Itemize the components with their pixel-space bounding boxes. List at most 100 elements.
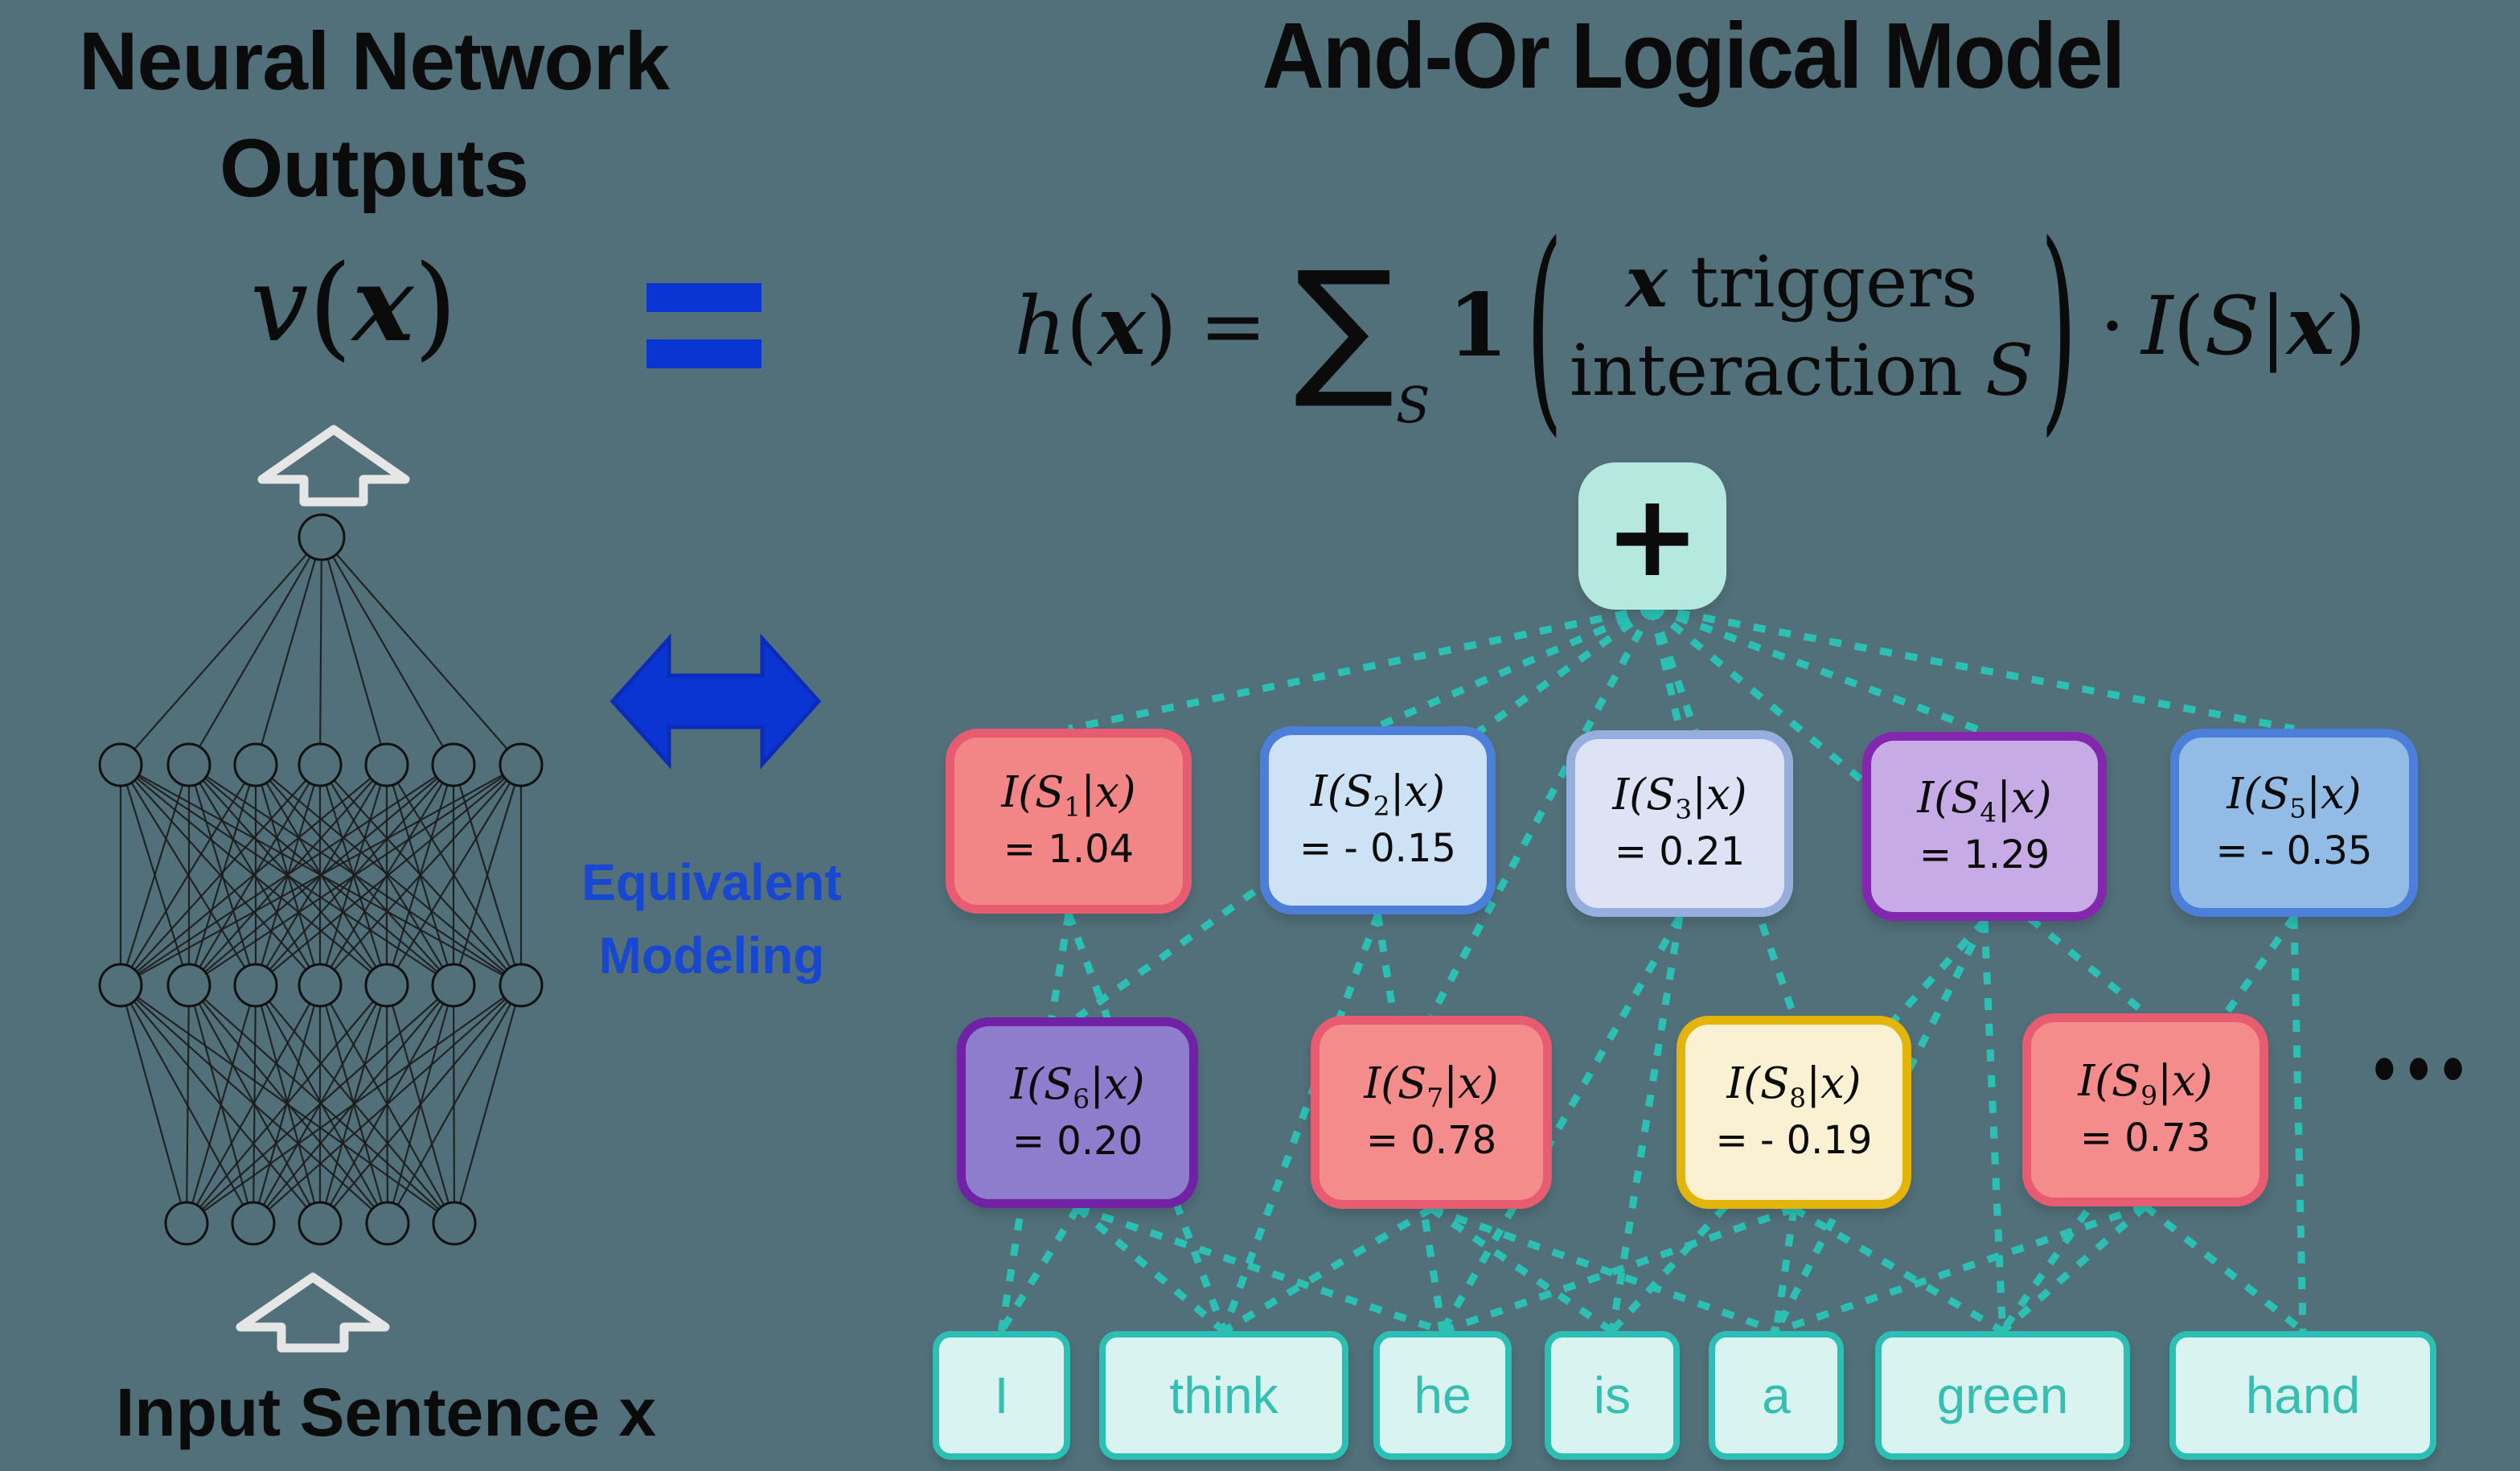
interaction-box-S9: I(S9|x)= 0.73 [2022,1013,2268,1206]
interaction-label-suffix: |x) [1081,768,1136,818]
edge-S8-a [1772,1208,1798,1332]
interaction-value: = - 0.35 [2215,828,2373,874]
cond-S: S [1984,328,2034,412]
interaction-label-prefix: I(S [2227,770,2290,820]
interaction-label-suffix: |x) [1389,767,1446,817]
interaction-label-prefix: I(S [2078,1057,2141,1107]
interaction-value: = 0.78 [1365,1118,1497,1164]
nn-node [166,742,211,787]
interaction-label: I(S1|x) [1001,768,1136,822]
nn-node [233,963,278,1008]
edge-S5-hand [2290,916,2307,1332]
interaction-value: = 0.73 [2079,1116,2211,1161]
interaction-box-S3: I(S3|x)= 0.21 [1566,730,1793,917]
interaction-label: I(S4|x) [1917,773,2051,828]
formula-open1: ( [1065,278,1098,373]
interaction-label: I(S7|x) [1364,1059,1499,1114]
formula-bar: | [2259,278,2287,373]
interaction-label-prefix: I(S [1612,770,1676,820]
interaction-value: = 1.04 [1003,827,1135,873]
formula-close2: ) [2334,278,2366,373]
expr-v: v [250,245,309,365]
equivalence-label-line1: Equivalent [581,853,842,911]
interaction-label-suffix: |x) [1692,770,1747,820]
formula-close1: ) [1145,278,1177,373]
nn-node [233,742,278,787]
edge-plus-S1 [1068,604,1653,733]
token-is: is [1545,1331,1680,1460]
interaction-label-prefix: I(S [1917,773,1980,823]
nn-node [431,742,476,787]
interaction-box-S1: I(S1|x) = 1.04 [946,729,1192,914]
token-hand: hand [2169,1331,2436,1460]
big-open-paren: ( [1525,195,1563,457]
big-close-paren: ) [2040,195,2078,457]
token-think: think [1099,1331,1348,1460]
dotted-connections [998,604,2307,1335]
nn-node [432,1201,477,1246]
formula-x2: x [2286,278,2335,373]
nn-node [364,742,409,787]
left-title-line1: Neural Network [78,15,670,107]
interaction-index: 9 [2140,1079,2158,1111]
nn-node [164,1201,209,1246]
expr-x: x [352,244,414,365]
right-title-wrap: And-Or Logical Model [1131,2,2256,109]
interaction-label: I(S3|x) [1612,770,1747,824]
nn-node [499,963,544,1008]
cond-interaction: interaction [1569,328,1985,412]
edge-S7-is [1429,1206,1615,1334]
interaction-label-suffix: |x) [1090,1059,1145,1109]
formula-open2: ( [2173,278,2205,373]
interaction-value: = - 0.19 [1715,1118,1873,1164]
token-green: green [1875,1331,2130,1460]
edge-plus-S4 [1651,604,1986,736]
left-title: Neural Network Outputs [16,8,732,221]
interaction-value: = - 0.15 [1299,826,1456,872]
equals-sign [646,283,761,396]
interaction-index: 7 [1426,1082,1444,1114]
equals-bar-top [646,283,761,312]
aggregator-plus-box: + [1578,462,1726,610]
edge-S5-green [1999,914,2297,1333]
interaction-index: 8 [1789,1082,1807,1114]
input-up-arrow-icon [236,1272,390,1353]
token-he: he [1373,1331,1512,1460]
interaction-index: 2 [1373,790,1390,822]
formula-I: I [2141,278,2173,373]
interaction-label: I(S8|x) [1726,1059,1861,1114]
interaction-label-prefix: I(S [1001,768,1065,818]
formula-h: h [1014,278,1066,373]
nn-node [166,963,211,1008]
summation-subscript: S [1396,376,1430,434]
interaction-label-prefix: I(S [1726,1059,1790,1109]
edge-plus-S3 [1648,607,1684,731]
edge-S1-think [1065,912,1228,1333]
interaction-label-suffix: |x) [1443,1059,1499,1109]
formula-equals: = [1199,278,1267,373]
nn-node [98,963,143,1008]
edge-S3-is [1608,916,1684,1332]
interaction-label: I(S5|x) [2227,770,2361,824]
interaction-box-S6: I(S6|x)= 0.20 [957,1017,1198,1208]
interaction-index: 5 [2289,792,2307,824]
token-I: I [933,1331,1070,1460]
nn-node [298,742,343,787]
nn-node [431,963,476,1008]
interaction-value: = 1.29 [1919,832,2050,877]
edge-S6-I [998,1206,1081,1333]
nn-node [499,742,544,787]
summation-symbol: ∑ [1294,238,1395,413]
formula-S: S [2204,278,2260,373]
edge-S7-a [1430,1205,1778,1335]
interaction-box-S4: I(S4|x)= 1.29 [1862,732,2107,921]
right-title: And-Or Logical Model [1262,3,2126,108]
nn-output-expression: v(x) [185,241,523,372]
neural-network-nodes [98,513,544,1246]
interaction-label-prefix: I(S [1364,1059,1427,1109]
expr-open-paren: ( [308,241,352,372]
edge-plus-S2 [1376,604,1654,730]
